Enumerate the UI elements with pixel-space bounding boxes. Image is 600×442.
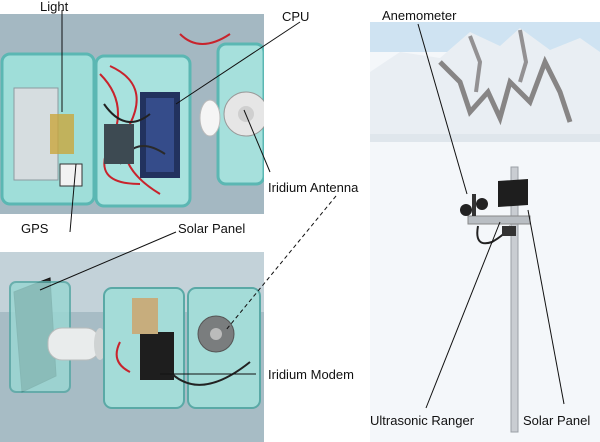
label-cpu: CPU	[282, 9, 310, 24]
photo-modem-solar	[0, 252, 264, 442]
label-iridium-antenna: Iridium Antenna	[268, 180, 359, 195]
label-iridium-modem: Iridium Modem	[268, 367, 354, 382]
label-light: Light	[40, 0, 69, 14]
photo-glacier-station	[370, 22, 600, 442]
electronics-boxes-image	[0, 14, 264, 214]
modem-solar-image	[0, 252, 264, 442]
label-gps: GPS	[21, 221, 49, 236]
label-solar-panel-right: Solar Panel	[523, 413, 591, 428]
label-solar-panel-left: Solar Panel	[178, 221, 246, 236]
glacier-station-image	[370, 22, 600, 442]
label-anemometer: Anemometer	[382, 8, 457, 23]
label-ultrasonic-ranger: Ultrasonic Ranger	[370, 413, 475, 428]
photo-electronics-boxes	[0, 14, 264, 214]
